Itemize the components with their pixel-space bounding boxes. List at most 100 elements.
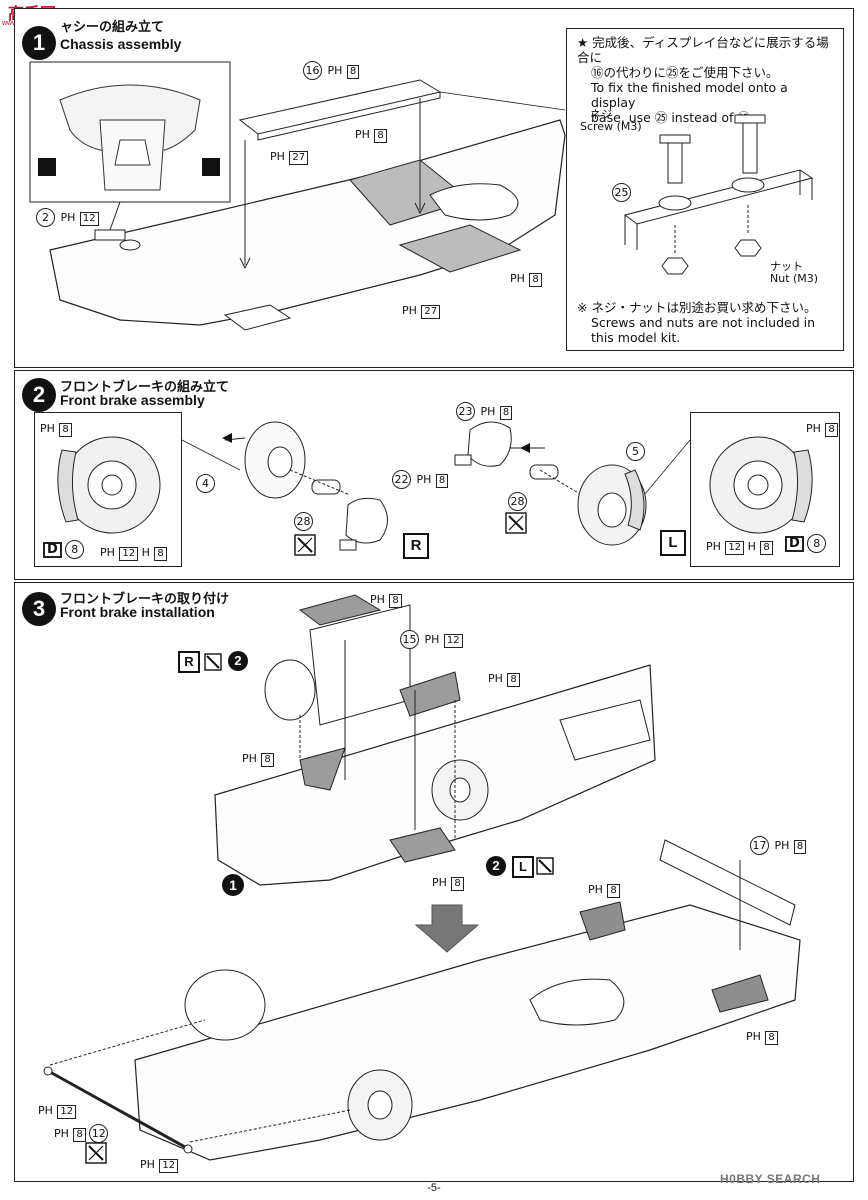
part-count: 8 xyxy=(261,753,274,767)
part-source: PH xyxy=(100,546,115,559)
note-foot-en-2: this model kit. xyxy=(591,330,681,345)
part-count: 8 xyxy=(435,474,449,488)
step1-ph8-label-a: PH 8 xyxy=(355,128,387,143)
part-source: PH xyxy=(38,1104,53,1117)
step2-number: 2 xyxy=(22,378,56,412)
note-foot-en-1: Screws and nuts are not included in xyxy=(591,315,816,330)
part-count-2: 8 xyxy=(154,547,167,561)
part-source-2: H xyxy=(747,540,756,553)
step1-title-jp: ャシーの組み立て xyxy=(60,20,165,35)
part-count: 8 xyxy=(451,877,464,891)
part-count: 8 xyxy=(607,884,620,898)
step3-title-jp: フロントブレーキの取り付け xyxy=(60,592,230,607)
step1-title-en: Chassis assembly xyxy=(60,36,182,52)
part25-label: 25 xyxy=(612,183,633,202)
part-number: 17 xyxy=(750,836,769,855)
part-source: PH xyxy=(488,672,503,685)
part-source: PH xyxy=(424,633,440,646)
step3-ph8c-part12-label: PH 8 12 xyxy=(54,1124,110,1143)
part-source: PH xyxy=(270,150,285,163)
step1-ph8-label-b: PH 8 xyxy=(510,272,542,287)
step1-part16-label: 16 PH 8 xyxy=(303,61,360,80)
part-number: 2 xyxy=(36,208,55,227)
step3-ph12b-label: PH 12 xyxy=(140,1158,179,1173)
part-count: 27 xyxy=(421,305,441,319)
note-line-jp-2: ⑯の代わりに㉕をご使用下さい。 xyxy=(591,65,779,80)
step1-ph27-label-a: PH 27 xyxy=(270,150,309,165)
step3-right-badge: R xyxy=(178,651,200,673)
note-foot-jp: ※ ネジ・ナットは別途お買い求め下さい。 xyxy=(577,300,817,315)
part-count: 8 xyxy=(793,840,807,854)
step2-inset-l-ph-label: PH 8 xyxy=(806,422,838,437)
screws-not-included-note: ※ ネジ・ナットは別途お買い求め下さい。 Screws and nuts are… xyxy=(567,300,843,350)
step2-part23-label: 23 PH 8 xyxy=(456,402,513,421)
part-count: 12 xyxy=(119,547,139,561)
part-number: 4 xyxy=(196,474,215,493)
step3-ph8-top-label: PH 8 xyxy=(370,593,402,608)
step2-part28-label: 28 xyxy=(294,512,315,531)
part-source: PH xyxy=(480,405,496,418)
step3-ph8-right-label: PH 8 xyxy=(488,672,520,687)
step2-inset-r-ph-label: PH 8 xyxy=(40,422,72,437)
step3-ref-step1: 1 xyxy=(222,874,244,896)
part-number: 15 xyxy=(400,630,419,649)
paint-number: 8 xyxy=(65,540,85,559)
paint-number: 8 xyxy=(807,534,827,553)
note-line-jp-1: ★ 完成後、ディスプレイ台などに展示する場合に xyxy=(577,35,829,65)
step1-ph27-label-b: PH 27 xyxy=(402,304,441,319)
step2-inset-l-bottom-label: PH 12 H 8 xyxy=(706,540,773,555)
step3-ph8-b2-label: PH 8 xyxy=(746,1030,778,1045)
part-source: PH xyxy=(140,1158,155,1171)
part-source: PH xyxy=(706,540,721,553)
part-source: PH xyxy=(806,422,821,435)
step2-title-en: Front brake assembly xyxy=(60,392,205,408)
part-source: PH xyxy=(432,876,447,889)
step2-inset-r-paint-label: D 8 xyxy=(42,540,86,559)
part-source: PH xyxy=(416,473,432,486)
left-side-badge: L xyxy=(660,530,686,556)
part-number: 22 xyxy=(392,470,411,489)
step2-part22-label: 22 PH 8 xyxy=(392,470,449,489)
part-count-2: 8 xyxy=(760,541,773,555)
step3-left-badge: L xyxy=(512,856,534,878)
step3-ref-step2-right: 2 xyxy=(228,651,248,671)
part-number: 5 xyxy=(626,442,645,461)
nut-label-jp: ナット xyxy=(770,260,803,273)
part-count: 8 xyxy=(765,1031,778,1045)
step2-inset-l-paint-label: D 8 xyxy=(784,534,828,553)
step3-ph8-mid-label: PH 8 xyxy=(242,752,274,767)
part-source: PH xyxy=(40,422,55,435)
note-line-en-1: To fix the finished model onto a display xyxy=(591,80,788,110)
part-count: 8 xyxy=(389,594,402,608)
part-number: 16 xyxy=(303,61,322,80)
step2-title-jp: フロントブレーキの組み立て xyxy=(60,380,230,395)
step3-ph8-low-label: PH 8 xyxy=(432,876,464,891)
part-source: PH xyxy=(355,128,370,141)
part-count: 8 xyxy=(346,65,360,79)
step3-part15-label: 15 PH 12 xyxy=(400,630,463,649)
part-count: 12 xyxy=(79,212,99,226)
step2-part4-label: 4 xyxy=(196,474,217,493)
part-count: 8 xyxy=(507,673,520,687)
part-source: PH xyxy=(588,883,603,896)
step1-part2-label: 2 PH 12 xyxy=(36,208,99,227)
step3-ph8-b1-label: PH 8 xyxy=(588,883,620,898)
page-number: -5- xyxy=(427,1182,441,1194)
note-line-en-2: base, use ㉕ instead of ⑯ . xyxy=(591,110,758,125)
part-count: 8 xyxy=(59,423,72,437)
paint-code: D xyxy=(785,536,804,552)
part-number: 23 xyxy=(456,402,475,421)
step2-part28b-label: 28 xyxy=(508,492,529,511)
part-source: PH xyxy=(54,1127,69,1140)
part-count: 12 xyxy=(159,1159,179,1173)
part-number: 12 xyxy=(89,1124,109,1143)
step3-ref-step2-left: 2 xyxy=(486,856,506,876)
part-number: 28 xyxy=(294,512,313,531)
nut-label-en: Nut (M3) xyxy=(770,272,819,285)
part-source: PH xyxy=(242,752,257,765)
part-source: PH xyxy=(60,211,76,224)
part-count: 12 xyxy=(725,541,745,555)
part-source: PH xyxy=(746,1030,761,1043)
part-count: 8 xyxy=(374,129,387,143)
part-count: 27 xyxy=(289,151,309,165)
